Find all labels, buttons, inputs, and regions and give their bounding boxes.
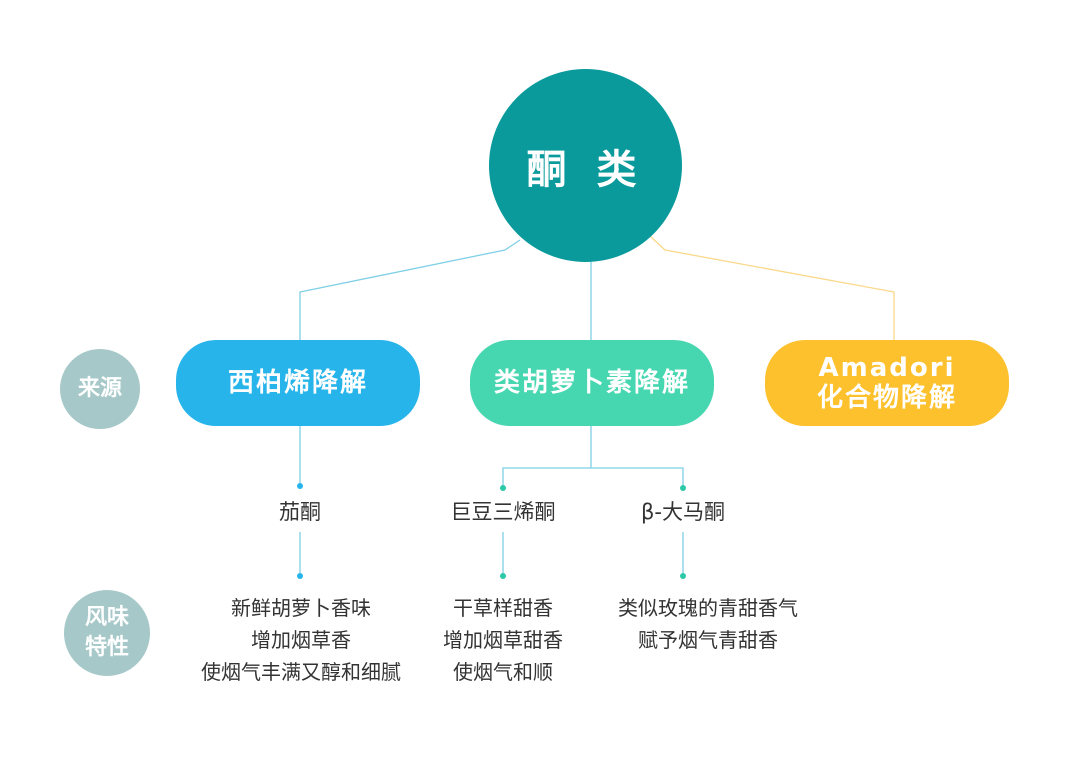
compound-solanone: 茄酮 (279, 500, 321, 524)
dot-left-compound (297, 483, 303, 489)
root-label: 酮 类 (526, 146, 645, 193)
flavor-list-beta-damascenone: 类似玫瑰的青甜香气 赋予烟气青甜香 (598, 592, 818, 656)
row-label-flavor: 风味 特性 (64, 590, 150, 676)
flavor-item: 类似玫瑰的青甜香气 (618, 596, 798, 620)
source-node-carotenoid: 类胡萝卜素降解 (470, 340, 714, 426)
source-node-label: 西柏烯降解 (227, 368, 368, 398)
flavor-list-solanone: 新鲜胡萝卜香味 增加烟草香 使烟气丰满又醇和细腻 (176, 592, 426, 688)
dot-flavor-3 (680, 573, 686, 579)
source-node-cembrene: 西柏烯降解 (176, 340, 420, 426)
row-label-source-text: 来源 (77, 376, 122, 401)
flavor-list-megastigmatrienone: 干草样甜香 增加烟草甜香 使烟气和顺 (428, 592, 578, 688)
compound-megastigmatrienone: 巨豆三烯酮 (450, 500, 556, 524)
flavor-item: 使烟气和顺 (453, 660, 553, 684)
connector-center-branch (502, 467, 684, 486)
dot-flavor-2 (500, 573, 506, 579)
source-node-amadori: Amadori 化合物降解 (765, 340, 1009, 426)
connector-root-right (649, 235, 895, 342)
flavor-item: 干草样甜香 (453, 596, 553, 620)
row-label-flavor-text: 风味 特性 (84, 605, 129, 660)
root-node-ketones: 酮 类 (489, 69, 682, 262)
row-label-source: 来源 (60, 349, 140, 429)
flavor-item: 赋予烟气青甜香 (638, 628, 778, 652)
flavor-item: 增加烟草香 (251, 628, 351, 652)
flavor-item: 使烟气丰满又醇和细腻 (201, 660, 401, 684)
compound-beta-damascenone: β-大马酮 (641, 500, 725, 524)
dot-center-compound-1 (500, 485, 506, 491)
flavor-item: 增加烟草甜香 (443, 628, 563, 652)
connector-root-left (299, 239, 521, 342)
source-node-label-line2: 化合物降解 (816, 383, 957, 413)
dot-center-compound-2 (680, 485, 686, 491)
dot-flavor-1 (297, 573, 303, 579)
flavor-item: 新鲜胡萝卜香味 (231, 596, 371, 620)
source-node-label: 类胡萝卜素降解 (493, 368, 690, 398)
source-node-label-line1: Amadori (818, 353, 956, 383)
